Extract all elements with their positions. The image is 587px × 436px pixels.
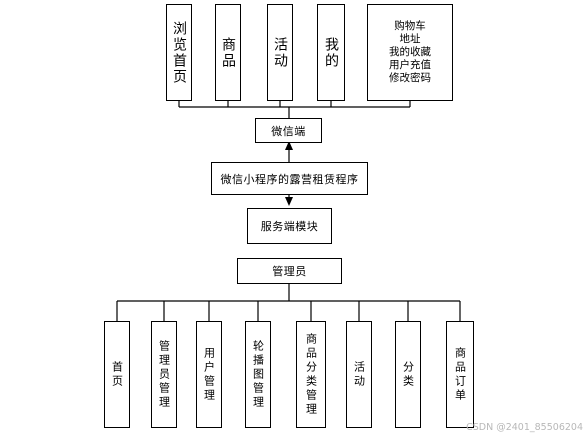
node-wechat-client: 微信端 [255,118,322,143]
node-admin-home: 首页 [104,321,130,428]
node-categories: 分类 [395,321,421,428]
feature-address: 地址 [399,33,421,45]
feature-recharge: 用户充值 [389,59,431,71]
node-products: 商品 [215,4,241,101]
feature-cart: 购物车 [394,20,426,32]
node-browse-home: 浏览首页 [166,4,192,101]
node-admin-activities: 活动 [346,321,372,428]
node-product-orders: 商品订单 [446,321,474,428]
node-camping-rental-app: 微信小程序的露营租赁程序 [211,162,368,195]
node-carousel-management: 轮播图管理 [245,321,271,428]
node-category-management: 商品分类管理 [296,321,326,428]
node-mine: 我的 [317,4,345,101]
feature-favorites: 我的收藏 [389,46,431,58]
node-my-features: 购物车 地址 我的收藏 用户充值 修改密码 [367,4,453,101]
node-activities: 活动 [267,4,293,101]
node-administrator: 管理员 [237,258,342,284]
node-admin-management: 管理员管理 [151,321,177,428]
feature-change-password: 修改密码 [389,72,431,84]
node-user-management: 用户管理 [196,321,222,428]
node-server-module: 服务端模块 [247,208,332,244]
watermark: CSDN @2401_85506204 [466,422,583,433]
